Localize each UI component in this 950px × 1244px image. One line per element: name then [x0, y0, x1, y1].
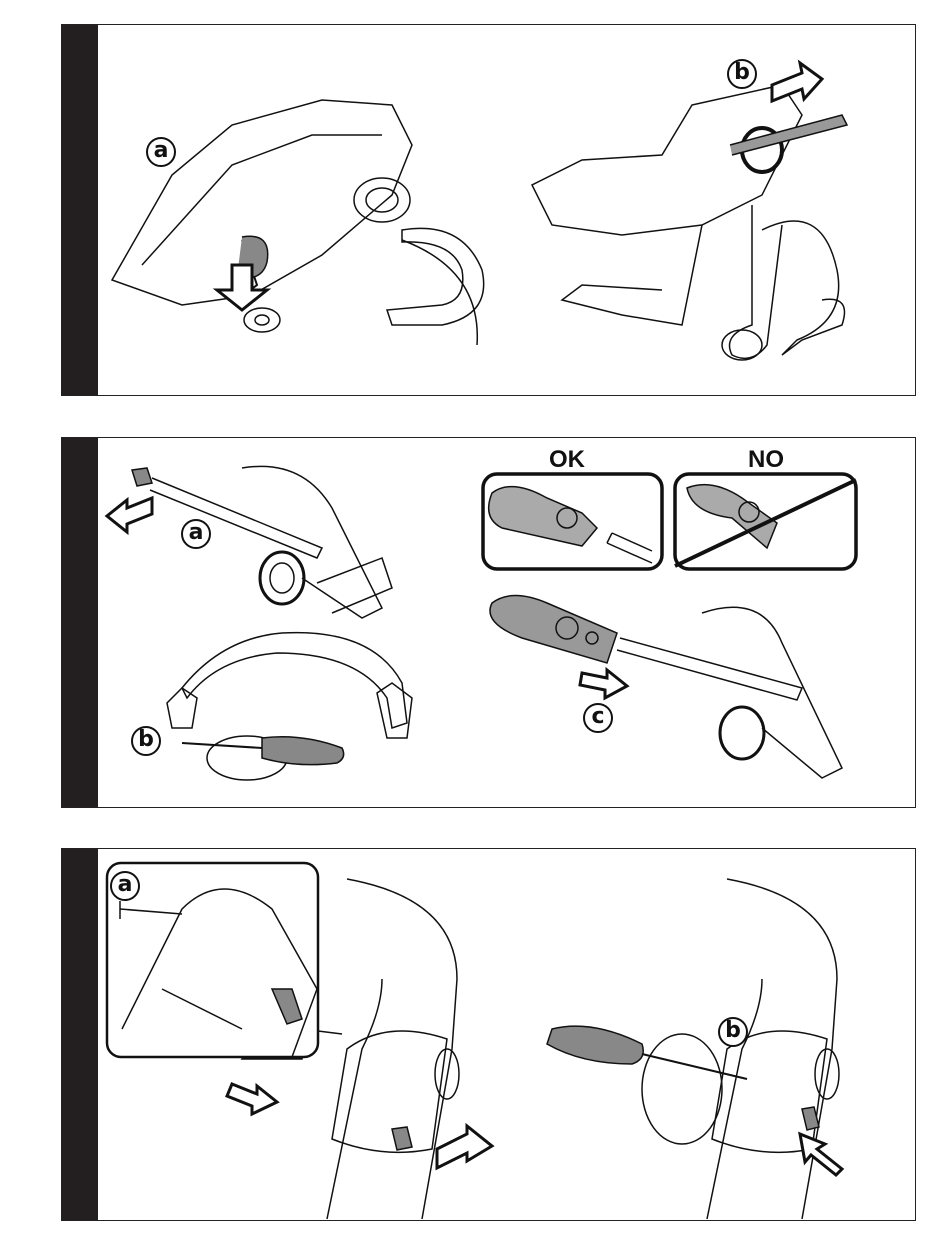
step-label-a: a [110, 871, 140, 901]
illustration-pin-insertion [105, 861, 845, 1220]
step-label-b: b [131, 726, 161, 756]
step-bar [62, 438, 98, 807]
step-label-c: c [583, 703, 613, 733]
step-label-a: a [146, 137, 176, 167]
step-label-b: b [727, 59, 757, 89]
step-label-b: b [718, 1017, 748, 1047]
illustration-handle-removal [104, 465, 858, 781]
step-bar [62, 849, 98, 1220]
no-caption: NO [748, 446, 784, 473]
step-panel-3: a b [61, 848, 916, 1221]
step-label-a: a [181, 519, 211, 549]
step-panel-2: a b c OK NO [61, 437, 916, 808]
illustration-fold-stroller [110, 59, 849, 361]
step-panel-1: a b [61, 24, 916, 396]
ok-caption: OK [549, 446, 585, 473]
step-bar [62, 25, 98, 395]
